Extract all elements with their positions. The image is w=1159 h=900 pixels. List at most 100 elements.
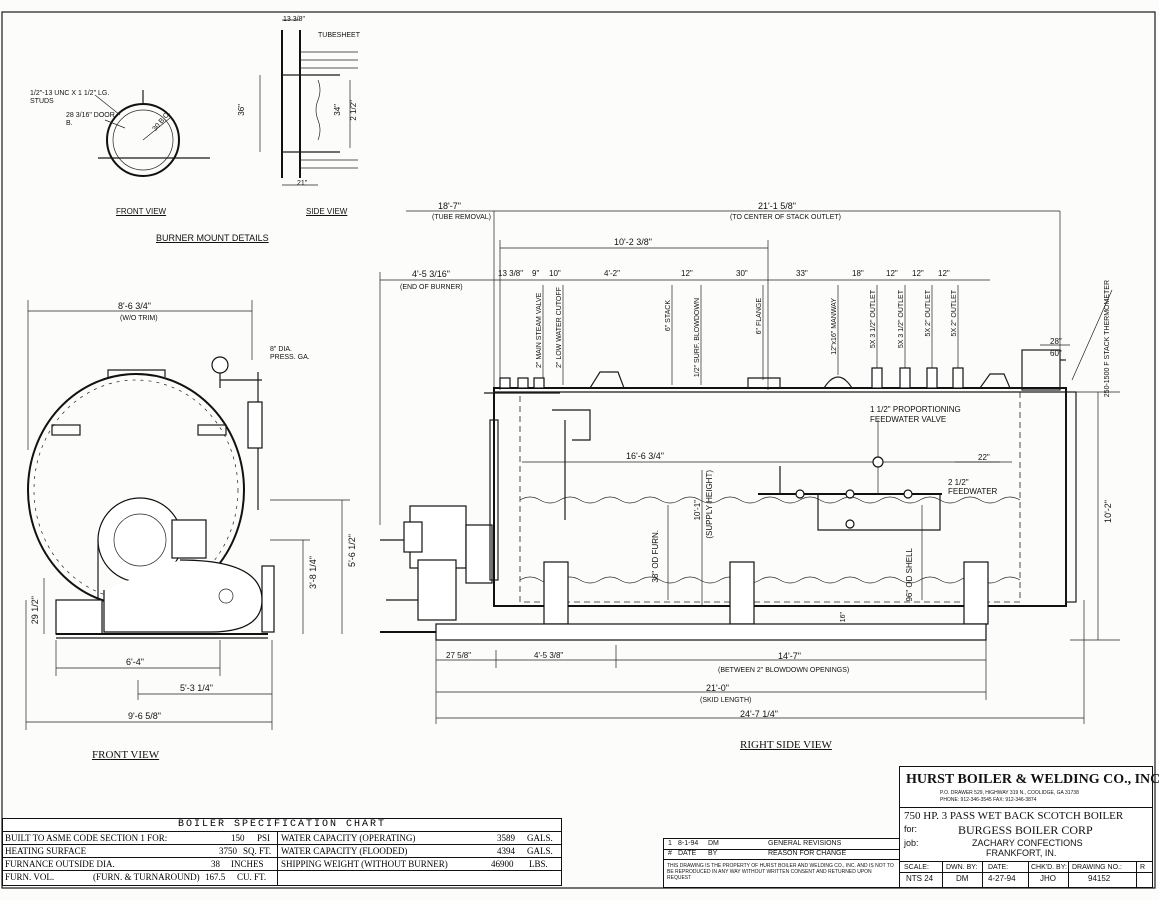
top-dim-10: 12" (912, 269, 924, 278)
dim-24-7-1-4: 24'-7 1/4" (740, 709, 778, 719)
door-dia-note: 28 3/16" DOOR B. (66, 112, 115, 127)
spec-value: 3750 (219, 846, 237, 856)
front-width-dim: 8'-6 3/4" (118, 301, 151, 311)
rev-desc: GENERAL REVISIONS (768, 840, 842, 847)
pressure-gauge-note: 8" DIA. PRESS. GA. (270, 346, 310, 361)
dim-13-3-8-top: 13 3/8" (283, 16, 305, 23)
dim-10-2-3-8: 10'-2 3/8" (614, 237, 652, 247)
company-address: P.O. DRAWER 529, HIGHWAY 319 N., COOLIDG… (940, 790, 1079, 796)
drawn-by-header: DWN. BY: (946, 864, 978, 871)
callout-outlet-1: 5X 3 1/2" OUTLET (870, 290, 877, 349)
spec-label: FURN. VOL. (5, 872, 55, 882)
job-label: job: (904, 838, 919, 848)
dim-21: 21" (297, 180, 308, 187)
scale-header: SCALE: (904, 864, 929, 871)
spec-label: HEATING SURFACE (5, 846, 87, 856)
callout-outlet-3: 5X 2" OUTLET (925, 290, 932, 337)
spec-label: FURNANCE OUTSIDE DIA. (5, 859, 115, 869)
spec-unit: SQ. FT. (243, 846, 272, 856)
spec-row: FURNANCE OUTSIDE DIA. 38 INCHES SHIPPING… (3, 857, 561, 871)
drawing-no-header: DRAWING NO.: (1072, 864, 1122, 871)
supply-height-note: (SUPPLY HEIGHT) (705, 470, 714, 539)
studs-note: 1/2"-13 UNC X 1 1/2" LG. STUDS (30, 90, 110, 105)
spec-value: 150 (231, 833, 245, 843)
dim-9-6-5-8: 9'-6 5/8" (128, 711, 161, 721)
dim-60: 60" (1050, 349, 1062, 358)
dim-28: 28" (1050, 337, 1062, 346)
spec-unit: LBS. (529, 859, 548, 869)
front-view-title: FRONT VIEW (92, 749, 160, 761)
od-furnace-note: 38" OD FURN. (651, 530, 660, 583)
dim-27-5-8: 27 5/8" (446, 651, 472, 660)
job-location: FRANKFORT, IN. (986, 848, 1057, 858)
revision-header: R (1140, 864, 1146, 871)
drawing-description: 750 HP. 3 PASS WET BACK SCOTCH BOILER (904, 810, 1124, 822)
dim-36: 36" (237, 104, 246, 116)
spec-value: 167.5 (205, 872, 226, 882)
front-wo-trim: (W/O TRIM) (120, 315, 158, 322)
title-block: HURST BOILER & WELDING CO., INC. P.O. DR… (899, 766, 1159, 888)
callout-main-steam-valve: 2" MAIN STEAM VALVE (536, 292, 543, 368)
spec-label-sub: (FURN. & TURNAROUND) (93, 872, 200, 882)
spec-unit: INCHES (231, 859, 264, 869)
rev-date-header: DATE (678, 850, 697, 857)
od-shell-note: 96" OD SHELL (905, 548, 914, 602)
spec-value: 4394 (497, 846, 515, 856)
dim-14-7: 14'-7" (778, 651, 801, 661)
feedwater-note: 2 1/2" FEEDWATER (948, 478, 998, 496)
top-dim-9: 12" (886, 269, 898, 278)
top-dim-3: 10" (549, 269, 561, 278)
burner-mount-details-title: BURNER MOUNT DETAILS (156, 233, 269, 243)
dim-5-3-1-4: 5'-3 1/4" (180, 683, 213, 693)
callout-outlet-2: 5X 3 1/2" OUTLET (898, 290, 905, 349)
dim-4-5-3-16: 4'-5 3/16" (412, 269, 450, 279)
top-dim-4: 4'-2" (604, 269, 620, 278)
rev-num: 1 (668, 840, 672, 847)
dim-29-1-2: 29 1/2" (30, 596, 40, 625)
dim-10-2-right: 10'-2" (1103, 500, 1113, 523)
spec-unit: GALS. (527, 846, 553, 856)
callout-flange: 6" FLANGE (756, 298, 763, 335)
dim-4-5-3-8: 4'-5 3/8" (534, 651, 564, 660)
dim-6-4: 6'-4" (126, 657, 144, 667)
spec-value: 3589 (497, 833, 515, 843)
spec-row: HEATING SURFACE 3750 SQ. FT. WATER CAPAC… (3, 844, 561, 858)
spec-value: 46900 (491, 859, 514, 869)
callout-manway: 12"x16" MANWAY (831, 298, 838, 355)
company-name: HURST BOILER & WELDING CO., INC. (906, 772, 1159, 787)
dim-34: 34" (333, 104, 342, 116)
callout-stack: 6" STACK (665, 300, 672, 332)
rev-desc-header: REASON FOR CHANGE (768, 850, 847, 857)
checked-by-value: JHO (1040, 874, 1056, 883)
front-view-small-title: FRONT VIEW (116, 207, 167, 216)
top-dim-1: 13 3/8" (498, 269, 524, 278)
dim-16: 16" (840, 612, 847, 623)
dim-3-8-1-4: 3'-8 1/4" (308, 556, 318, 589)
burner-mount-side (259, 19, 358, 186)
property-note: THIS DRAWING IS THE PROPERTY OF HURST BO… (667, 863, 894, 881)
stack-thermometer-note: 250-1500 F STACK THERMOMETER (1104, 280, 1111, 398)
drawing-no-value: 94152 (1088, 874, 1111, 883)
feedwater-valve-note: 1 1/2" PROPORTIONING FEEDWATER VALVE (870, 405, 961, 424)
skid-length-note: (SKID LENGTH) (700, 697, 752, 704)
customer-name: BURGESS BOILER CORP (958, 823, 1093, 837)
blowdown-note: (BETWEEN 2" BLOWDOWN OPENINGS) (718, 667, 850, 674)
end-of-burner-note: (END OF BURNER) (400, 284, 463, 291)
dim-16-6-3-4: 16'-6 3/4" (626, 451, 664, 461)
spec-chart-title: BOILER SPECIFICATION CHART (3, 819, 561, 832)
top-dim-2: 9" (532, 269, 540, 278)
tubesheet-label: TUBESHEET (318, 32, 361, 39)
spec-label: BUILT TO ASME CODE SECTION 1 FOR: (5, 833, 168, 843)
rev-date: 8-1-94 (678, 840, 699, 847)
spec-label: SHIPPING WEIGHT (WITHOUT BURNER) (281, 859, 448, 869)
callout-surface-blowdown: 1/2" SURF. BLOWDOWN (694, 298, 701, 378)
dim-5-6-1-2: 5'-6 1/2" (347, 534, 357, 567)
job-name: ZACHARY CONFECTIONS (972, 838, 1083, 848)
date-value: 4-27-94 (988, 874, 1016, 883)
tube-removal-note: (TUBE REMOVAL) (432, 214, 491, 221)
side-view-small-title: SIDE VIEW (306, 207, 348, 216)
top-dim-7: 33" (796, 269, 808, 278)
rev-by: DM (708, 840, 719, 847)
